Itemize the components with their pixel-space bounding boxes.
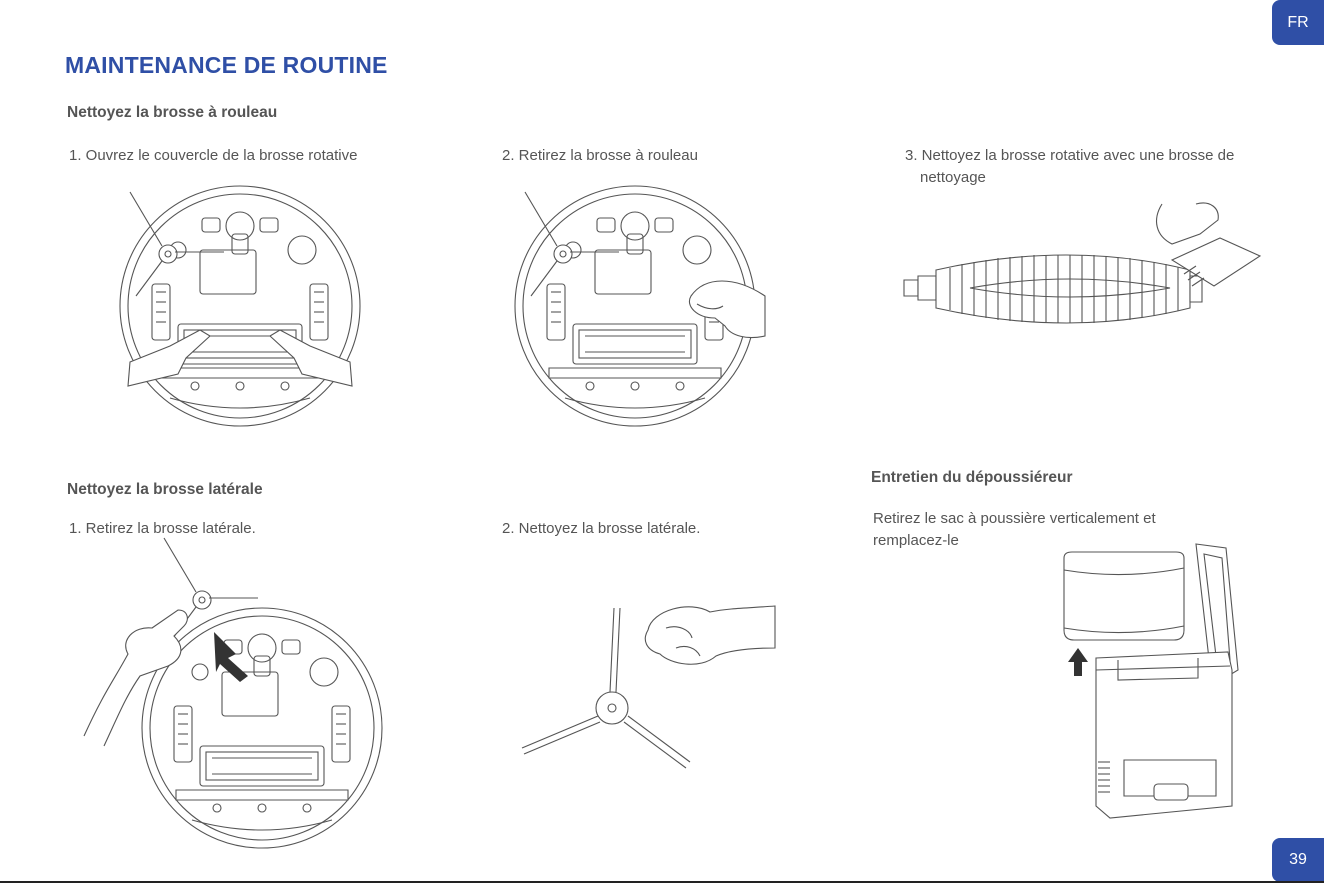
side-brush-cleaning-illustration bbox=[520, 600, 775, 770]
section-heading-roller-brush: Nettoyez la brosse à rouleau bbox=[67, 104, 277, 122]
page-number: 39 bbox=[1272, 838, 1324, 882]
dust-text-line-2: remplacez-le bbox=[873, 530, 959, 552]
side-step-1: 1. Retirez la brosse latérale. bbox=[69, 518, 256, 540]
roller-brush-cleaning-illustration bbox=[900, 200, 1262, 330]
language-tab[interactable]: FR bbox=[1272, 0, 1324, 45]
robot-remove-side-brush-illustration bbox=[84, 556, 384, 826]
roller-step-1: 1. Ouvrez le couvercle de la brosse rota… bbox=[69, 145, 357, 167]
dust-text-line-1: Retirez le sac à poussière verticalement… bbox=[873, 508, 1156, 530]
roller-step-2: 2. Retirez la brosse à rouleau bbox=[502, 145, 698, 167]
roller-step-3: 3. Nettoyez la brosse rotative avec une … bbox=[905, 145, 1234, 167]
section-heading-side-brush: Nettoyez la brosse latérale bbox=[67, 481, 263, 499]
roller-step-3-continued: nettoyage bbox=[920, 167, 986, 189]
side-step-2: 2. Nettoyez la brosse latérale. bbox=[502, 518, 700, 540]
arrow-up-icon bbox=[1068, 648, 1088, 676]
dust-station-illustration bbox=[1058, 540, 1240, 820]
robot-remove-roller-illustration bbox=[505, 186, 765, 426]
section-heading-dust-station: Entretien du dépoussiéreur bbox=[871, 469, 1073, 487]
page-title: MAINTENANCE DE ROUTINE bbox=[65, 52, 388, 79]
robot-open-cover-illustration bbox=[110, 186, 370, 426]
